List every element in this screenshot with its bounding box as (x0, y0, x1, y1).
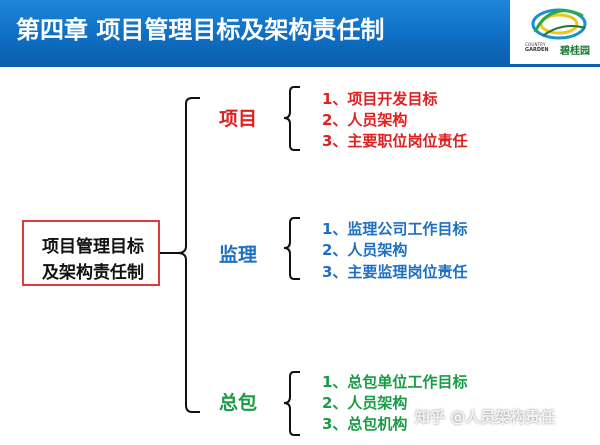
root-node-line2: 及架构责任制 (42, 263, 144, 283)
root-node: 项目管理目标 及架构责任制 (22, 220, 160, 286)
category-project: 项目 (219, 108, 258, 130)
logo-brand-name: 碧桂园 (560, 46, 590, 57)
brace-supervision (283, 217, 300, 280)
zhihu-watermark: 知乎 @人员架构责任 (415, 408, 556, 426)
brace-general-contractor (283, 371, 300, 436)
logo-english-bottom: GARDEN (525, 47, 549, 53)
supervision-item-1: 1、监理公司工作目标 (322, 220, 468, 238)
slide-title: 第四章 项目管理目标及架构责任制 (16, 16, 385, 44)
country-garden-logo-icon (531, 8, 587, 40)
slide-header: 第四章 项目管理目标及架构责任制 COUNTRY GARDEN 碧桂园 (0, 0, 600, 67)
header-divider (0, 64, 600, 67)
category-supervision: 监理 (219, 244, 258, 266)
project-item-2: 2、人员架构 (322, 111, 408, 129)
logo-english-top: COUNTRY (525, 42, 546, 47)
category-general-contractor: 总包 (219, 392, 258, 414)
brace-project (283, 86, 300, 151)
contractor-item-2: 2、人员架构 (322, 394, 408, 412)
root-brace (177, 97, 200, 413)
title-bar: 第四章 项目管理目标及架构责任制 (0, 0, 510, 64)
project-item-3: 3、主要职位岗位责任 (322, 132, 468, 150)
supervision-item-3: 3、主要监理岗位责任 (322, 263, 468, 281)
contractor-item-3: 3、总包机构 (322, 415, 408, 433)
project-item-1: 1、项目开发目标 (322, 90, 438, 108)
contractor-item-1: 1、总包单位工作目标 (322, 373, 468, 391)
root-node-line1: 项目管理目标 (42, 237, 144, 257)
supervision-item-2: 2、人员架构 (322, 241, 408, 259)
